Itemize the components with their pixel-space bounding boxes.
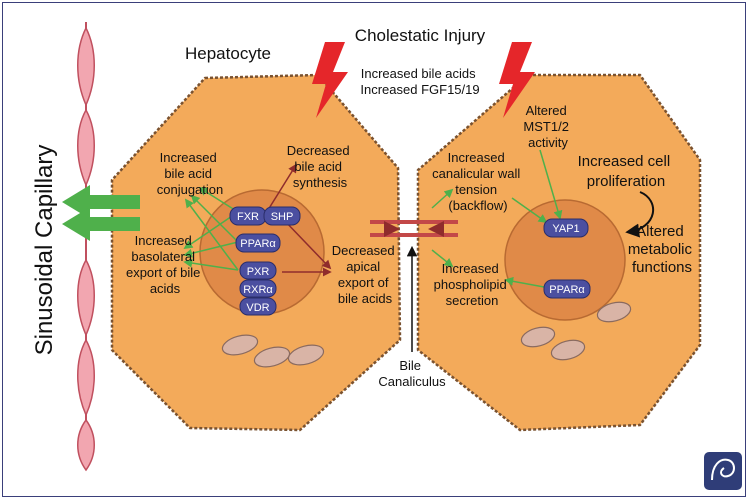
receptor-shp: SHP — [271, 211, 294, 223]
lightning-bolt-icon — [499, 42, 535, 118]
capillary-label: Sinusoidal Capillary — [31, 145, 58, 356]
endothelial-cell — [77, 258, 95, 337]
endothelial-cell — [77, 108, 95, 187]
synthesis-label: Decreased bile acid synthesis — [287, 143, 354, 190]
green-export-arrow — [62, 185, 140, 219]
sinusoidal-capillary — [77, 22, 95, 472]
right-cell-arrows — [431, 149, 655, 288]
mitochondria-right — [520, 301, 632, 361]
left-receptors: FXR SHP PPARα PXR RXRα VDR — [229, 206, 301, 316]
lightning-bolt-icon — [312, 42, 348, 118]
journal-logo — [704, 452, 742, 490]
receptor-vdr: VDR — [246, 302, 269, 314]
right-receptors: YAP1 PPARα — [543, 218, 591, 299]
mst-label: Altered MST1/2 activity — [523, 103, 572, 150]
phospholipid-label: Increased phospholipid secretion — [434, 261, 511, 308]
receptor-yap1: YAP1 — [552, 223, 579, 235]
mitochondria-left — [221, 334, 325, 368]
canaliculus-label: Bile Canaliculus — [378, 358, 446, 389]
tension-label: Increased canalicular wall tension (back… — [432, 150, 524, 213]
endothelial-cell — [77, 418, 95, 472]
metabolic-label: Altered metabolic functions — [628, 223, 696, 276]
bile-canaliculus — [370, 220, 458, 352]
receptor-ppara-right: PPARα — [549, 284, 585, 296]
endothelial-cell — [77, 338, 95, 417]
receptor-rxra: RXRα — [243, 284, 273, 296]
conjugation-label: Increased bile acid conjugation — [157, 150, 224, 197]
proliferation-label: Increased cell proliferation — [578, 153, 675, 190]
left-cell-arrows — [183, 163, 332, 277]
proliferation-loop-arrow — [625, 191, 655, 238]
hepatocyte-label: Hepatocyte — [185, 44, 271, 63]
apical-label: Decreased apical export of bile acids — [332, 243, 399, 306]
endothelial-cell — [77, 26, 95, 107]
injury-effects: Increased bile acids Increased FGF15/19 — [360, 66, 479, 97]
receptor-fxr: FXR — [237, 211, 259, 223]
receptor-ppara: PPARα — [240, 238, 276, 250]
injury-line: Increased bile acids — [361, 66, 476, 81]
basolateral-label: Increased basolateral export of bile aci… — [126, 233, 204, 296]
figure-title: Cholestatic Injury — [355, 26, 486, 45]
export-arrows — [62, 185, 140, 241]
green-export-arrow — [62, 207, 140, 241]
nucleus-right — [504, 199, 626, 321]
injury-line: Increased FGF15/19 — [360, 82, 479, 97]
receptor-pxr: PXR — [247, 266, 270, 278]
